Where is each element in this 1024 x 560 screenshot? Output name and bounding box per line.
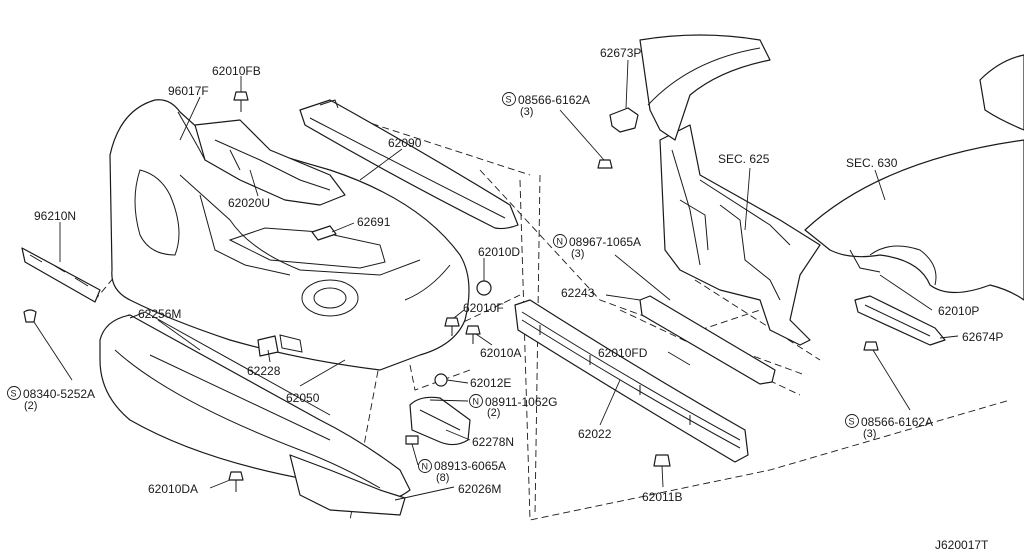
nut-symbol: N: [557, 237, 564, 247]
label-62010FD: 62010FD: [598, 346, 648, 360]
label-sec-630: SEC. 630: [846, 156, 898, 170]
label-62011B: 62011B: [642, 490, 682, 504]
fasteners: [23, 91, 879, 492]
label-62012E: 62012E: [470, 376, 511, 390]
screw-symbol: S: [506, 95, 512, 105]
svg-text:08967-1065A: 08967-1065A: [569, 235, 641, 249]
lower-spoiler: [99, 311, 411, 516]
label-62090: 62090: [388, 136, 422, 150]
label-62243: 62243: [561, 286, 595, 300]
sensor-bracket: [609, 107, 639, 133]
nut-symbol: N: [473, 397, 480, 407]
label-62256M: 62256M: [138, 307, 181, 321]
svg-text:08340-5252A: 08340-5252A: [23, 387, 95, 401]
label-62010A: 62010A: [480, 346, 521, 360]
svg-text:(2): (2): [24, 400, 37, 412]
upper-reinforcement: [299, 99, 519, 230]
callout-08967-1065A: N 08967-1065A (3): [553, 234, 641, 260]
absorber-strip: [639, 295, 776, 385]
part-labels: 96017F 62010FB 62090 62020U 62691 96210N…: [7, 46, 1003, 552]
label-62026M: 62026M: [458, 482, 501, 496]
label-62674P: 62674P: [962, 330, 1003, 344]
grille-insert: [194, 119, 346, 206]
fender: [639, 34, 1024, 301]
label-62020U: 62020U: [228, 196, 270, 210]
label-sec-625: SEC. 625: [718, 152, 770, 166]
fog-bracket: [409, 396, 471, 446]
callout-08911-1062G: N 08911-1062G (2): [469, 394, 558, 419]
callout-08566-bottom: S 08566-6162A (3): [845, 414, 933, 440]
small-cover: [257, 335, 279, 357]
label-62278N: 62278N: [472, 435, 514, 449]
leader-lines: [33, 59, 959, 501]
nut-symbol: N: [422, 462, 429, 472]
svg-text:08566-6162A: 08566-6162A: [518, 93, 590, 107]
svg-text:08566-6162A: 08566-6162A: [861, 415, 933, 429]
label-62050: 62050: [286, 391, 320, 405]
svg-text:(3): (3): [571, 248, 584, 260]
license-bracket: [21, 247, 101, 303]
label-62691: 62691: [357, 215, 391, 229]
label-96017F: 96017F: [168, 84, 209, 98]
label-62010P: 62010P: [938, 304, 979, 318]
svg-text:(3): (3): [520, 106, 533, 118]
screw-symbol: S: [849, 417, 855, 427]
bumper-armature: [514, 299, 749, 463]
label-62010F: 62010F: [463, 301, 504, 315]
label-62673P: 62673P: [600, 46, 641, 60]
label-62010D: 62010D: [478, 245, 520, 259]
svg-text:08913-6065A: 08913-6065A: [434, 459, 506, 473]
bumper-fascia: [109, 99, 470, 371]
core-support: [659, 124, 821, 346]
screw-symbol: S: [11, 389, 17, 399]
label-62010FB: 62010FB: [212, 64, 261, 78]
callout-08913-6065A: N 08913-6065A (8): [418, 459, 506, 484]
side-bracket: [854, 295, 946, 346]
small-bracket: [311, 225, 337, 241]
label-62228: 62228: [247, 364, 281, 378]
svg-text:08911-1062G: 08911-1062G: [485, 395, 558, 409]
diagram-id: J620017T: [935, 538, 989, 552]
label-62022: 62022: [578, 427, 612, 441]
svg-text:(8): (8): [436, 472, 449, 484]
callout-08566-top: S 08566-6162A (3): [502, 92, 590, 118]
svg-text:(2): (2): [487, 407, 500, 419]
label-62010DA: 62010DA: [148, 482, 198, 496]
svg-text:(3): (3): [863, 428, 876, 440]
callout-08340-5252A: S 08340-5252A (2): [7, 386, 95, 412]
label-96210N: 96210N: [34, 209, 76, 223]
